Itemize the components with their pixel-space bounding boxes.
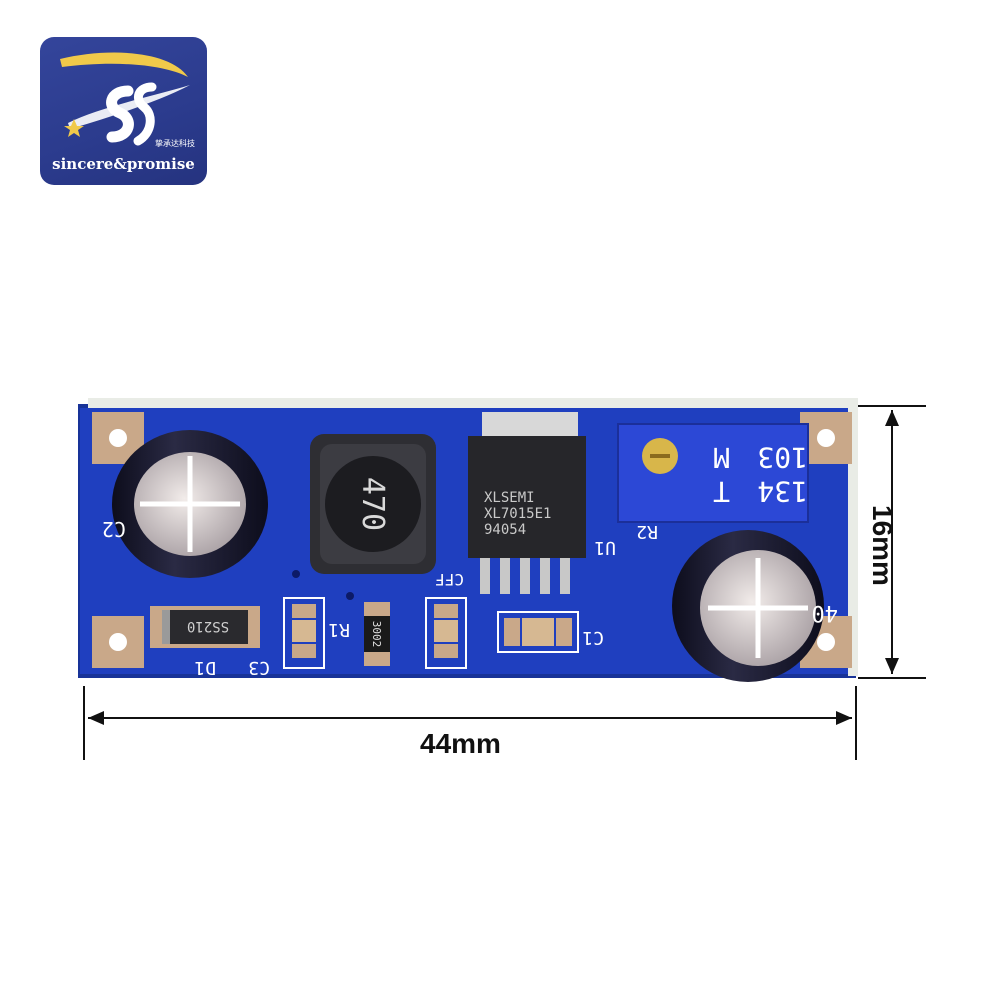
diode-marking: SS210 xyxy=(187,618,229,634)
pot-line-4: T xyxy=(713,475,730,508)
cap-right-mark: 40 xyxy=(812,600,839,625)
label-c2: C2 xyxy=(102,517,126,541)
label-cff: CFF xyxy=(435,570,464,589)
logo-emblem xyxy=(60,52,190,146)
capacitor-c3 xyxy=(283,597,325,669)
capacitor-left xyxy=(112,430,268,578)
label-d1: D1 xyxy=(194,657,216,678)
chip-line-3: 94054 xyxy=(484,522,526,538)
label-u1: U1 xyxy=(594,537,616,558)
capacitor-cff xyxy=(425,597,467,669)
pot-line-3: 134 xyxy=(757,475,808,508)
width-dimension-label: 44mm xyxy=(420,728,501,759)
brand-logo: 挚承达科技 sincere&promise xyxy=(40,37,207,185)
logo-brand-text: sincere&promise xyxy=(52,155,195,173)
pot-line-2: M xyxy=(713,441,730,474)
potentiometer: 103 M 134 T xyxy=(617,423,809,523)
chip-line-1: XLSEMI xyxy=(484,490,535,506)
label-c1: C1 xyxy=(582,627,604,648)
inductor: 470 xyxy=(310,434,436,574)
resistor-r1: 3002 xyxy=(364,602,390,666)
pot-line-1: 103 xyxy=(757,441,808,474)
label-r1: R1 xyxy=(328,619,350,640)
logo-chinese-text: 挚承达科技 xyxy=(155,139,195,148)
capacitor-right xyxy=(672,530,824,682)
height-dimension-label: 16mm xyxy=(867,505,898,586)
resistor-marking: 3002 xyxy=(370,621,383,648)
capacitor-c1 xyxy=(497,611,579,653)
diode-d1: SS210 xyxy=(150,606,260,648)
inductor-marking: 470 xyxy=(355,477,390,531)
ic-xl7015: XLSEMI XL7015E1 94054 xyxy=(468,412,586,594)
buck-converter-board: C2 470 XLSEMI XL7015E1 94054 U1 103 M 13… xyxy=(78,398,858,682)
label-r2: R2 xyxy=(636,521,658,542)
label-c3: C3 xyxy=(248,657,270,678)
chip-line-2: XL7015E1 xyxy=(484,506,551,522)
